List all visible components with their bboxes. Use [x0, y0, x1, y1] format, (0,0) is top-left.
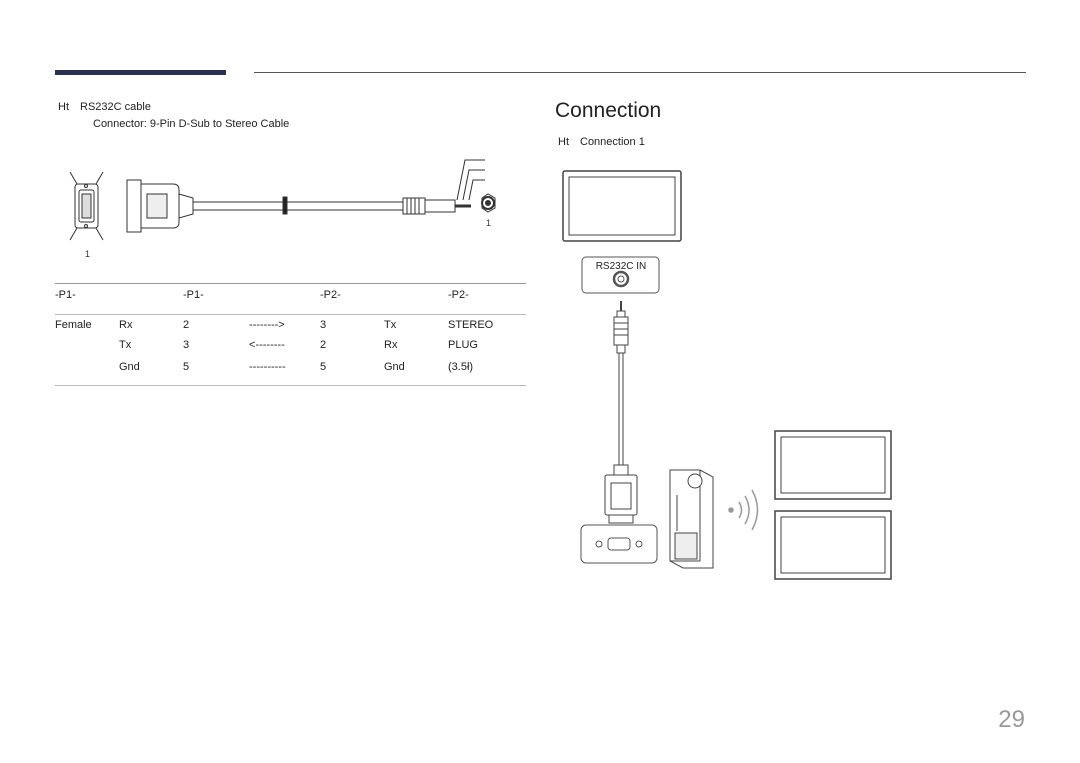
table-cell: Rx: [384, 339, 398, 351]
connection-subtitle: Connection 1: [580, 136, 645, 148]
dsub-connector: [126, 179, 403, 233]
cable-diagram: 1 1: [69, 159, 496, 259]
table-header-rule: [55, 314, 526, 315]
display-monitor: [774, 510, 892, 580]
table-cell: Tx: [119, 339, 132, 351]
dsub-pin-label: 1: [85, 249, 90, 259]
stereo-jack-end: [481, 193, 496, 213]
table-cell: 3: [320, 319, 327, 331]
connection-diagram: RS232C IN: [562, 170, 892, 580]
header-accent-bar: [55, 70, 226, 75]
table-cell: STEREO: [448, 319, 494, 331]
rs232c-port-box: [581, 256, 660, 294]
stereo-plug: [402, 159, 485, 215]
display-monitor: [774, 430, 892, 500]
table-cell: ----------: [249, 361, 286, 373]
serial-port-plate: [580, 524, 658, 564]
cable-title: RS232C cable: [80, 101, 151, 113]
table-cell: Tx: [384, 319, 397, 331]
pc-tower: [669, 469, 714, 569]
dsub-front-view: [69, 171, 104, 241]
page-number: 29: [998, 706, 1025, 733]
table-cell: 3: [183, 339, 190, 351]
table-header-p1: -P1-: [55, 289, 76, 301]
table-header-p2: -P2-: [320, 289, 341, 301]
port-label: RS232C IN: [596, 261, 647, 272]
table-cell: <--------: [249, 339, 285, 351]
header-rule: [254, 72, 1026, 73]
table-top-rule: [55, 283, 526, 284]
table-cell: PLUG: [448, 339, 478, 351]
connector-description: Connector: 9-Pin D-Sub to Stereo Cable: [93, 118, 290, 130]
plug-pin-label: 1: [486, 218, 491, 228]
table-cell: Gnd: [384, 361, 405, 373]
table-cell: Gnd: [119, 361, 140, 373]
table-cell: 5: [320, 361, 327, 373]
table-cell: 5: [183, 361, 190, 373]
note-marker: Ht: [558, 136, 569, 148]
display-monitor: [562, 170, 682, 242]
table-bottom-rule: [55, 385, 526, 386]
section-title: Connection: [555, 99, 662, 122]
table-header-p1: -P1-: [183, 289, 204, 301]
table-cell: 2: [183, 319, 190, 331]
dsub-vertical: [604, 464, 638, 524]
table-cell: 2: [320, 339, 327, 351]
table-cell: -------->: [249, 319, 285, 331]
stereo-plug-vertical: [613, 301, 629, 465]
table-cell: Rx: [119, 319, 133, 331]
wireless-icon: [728, 489, 759, 531]
note-marker: Ht: [58, 101, 69, 113]
table-cell: (3.5ł): [448, 361, 474, 373]
table-header-p2: -P2-: [448, 289, 469, 301]
table-cell: Female: [55, 319, 92, 331]
